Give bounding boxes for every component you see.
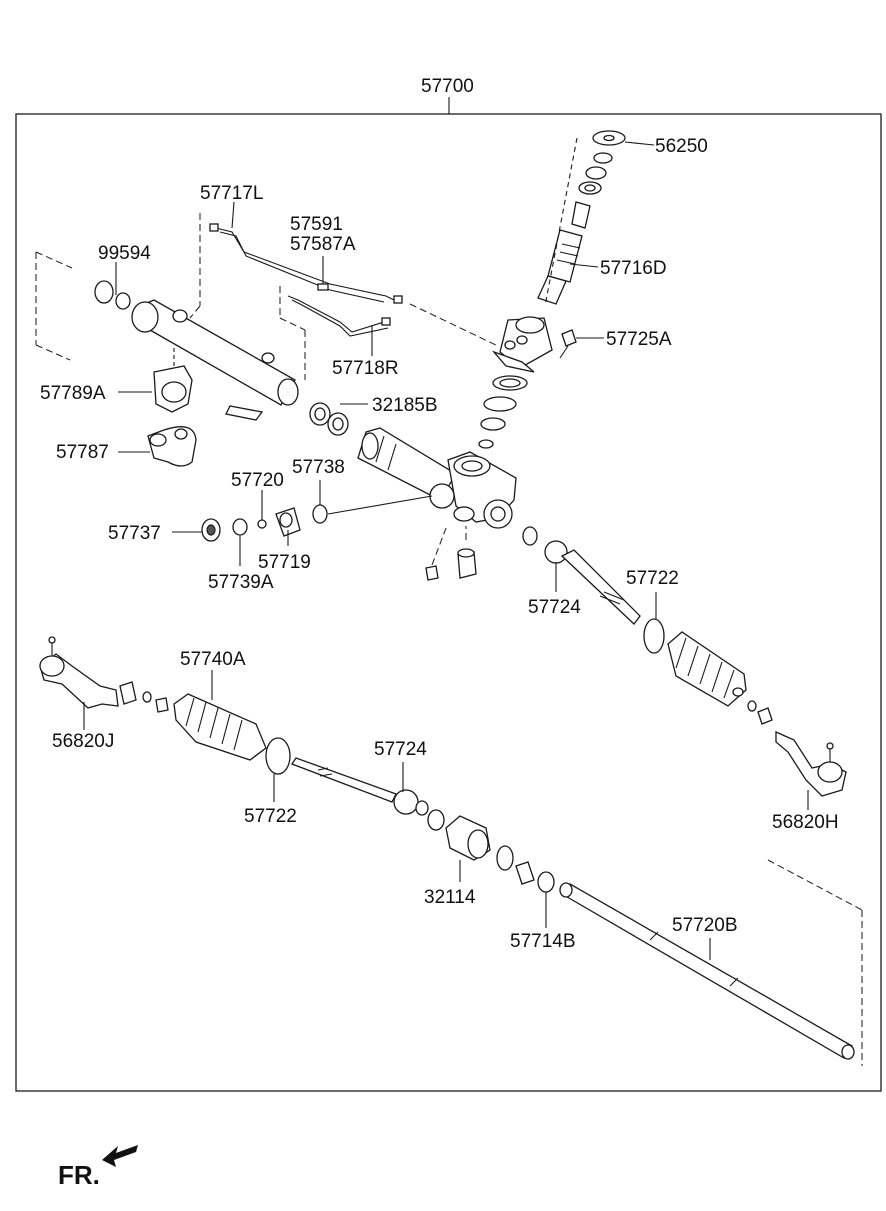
label-99594[interactable]: 99594 [98,243,151,264]
label-57725A[interactable]: 57725A [606,329,672,350]
label-57738[interactable]: 57738 [292,457,345,478]
label-57719[interactable]: 57719 [258,552,311,573]
boot-right [643,618,773,725]
label-57787[interactable]: 57787 [56,442,109,463]
leader-lines [83,141,809,960]
label-32185B[interactable]: 32185B [372,395,438,416]
mount-bushing [153,348,193,413]
valve-housing [491,316,577,373]
label-56820J[interactable]: 56820J [52,731,114,752]
adjuster-parts [201,504,328,542]
label-57724-right[interactable]: 57724 [528,597,581,618]
label-57737[interactable]: 57737 [108,523,161,544]
cylinder-tube [35,251,299,421]
feed-lines [189,213,499,380]
inner-tie-rod-right [522,526,641,625]
pinion-column [537,130,626,307]
label-32114[interactable]: 32114 [424,887,476,908]
seal-stack [478,375,528,449]
label-57716D[interactable]: 57716D [600,258,667,279]
front-direction-arrow-icon [102,1145,138,1167]
boot-left [173,693,291,775]
label-57722-right[interactable]: 57722 [626,568,679,589]
label-57720[interactable]: 57720 [231,470,284,491]
label-57714B[interactable]: 57714B [510,931,576,952]
label-57591[interactable]: 57591 [290,214,343,235]
label-57740A[interactable]: 57740A [180,649,246,670]
tie-rod-end-right [775,730,847,797]
inner-tie-rod-left [291,757,429,816]
rack-bushing [427,809,555,893]
assembly-label[interactable]: 57700 [421,76,474,97]
label-56250[interactable]: 56250 [655,136,708,157]
label-57722-left[interactable]: 57722 [244,806,297,827]
label-57789A[interactable]: 57789A [40,383,106,404]
label-57718R[interactable]: 57718R [332,358,399,379]
rack-bar [559,859,863,1066]
seal-rings [309,402,349,436]
label-57724-left[interactable]: 57724 [374,739,427,760]
label-57720B[interactable]: 57720B [672,915,738,936]
tie-rod-end-left [39,636,169,713]
label-57739A[interactable]: 57739A [208,572,274,593]
front-direction-label: FR. [58,1160,100,1190]
label-57587A[interactable]: 57587A [290,234,356,255]
gear-housing [327,427,517,581]
label-57717L[interactable]: 57717L [200,183,263,204]
mount-clamp [147,426,197,467]
label-56820H[interactable]: 56820H [772,812,839,833]
